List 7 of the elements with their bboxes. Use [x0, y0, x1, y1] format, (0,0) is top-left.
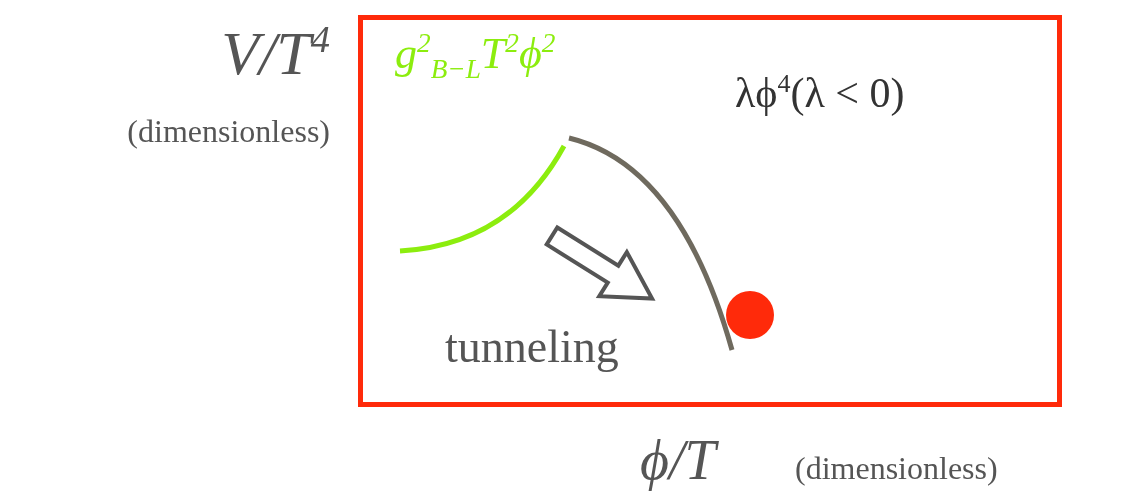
- axis-unit-label: (dimensionless): [127, 115, 330, 147]
- plot-frame: [358, 15, 1062, 407]
- process-label: tunneling: [445, 324, 619, 370]
- axis-label: V/T$^{4}$: [221, 22, 330, 84]
- axis-unit-label: (dimensionless): [795, 452, 998, 484]
- potential-term-label: λϕ$^{4}$(λ < 0): [735, 72, 905, 114]
- potential-term-label: g$^{2}$$_{B−L}$T$^{2}$ϕ$^{2}$: [395, 32, 556, 76]
